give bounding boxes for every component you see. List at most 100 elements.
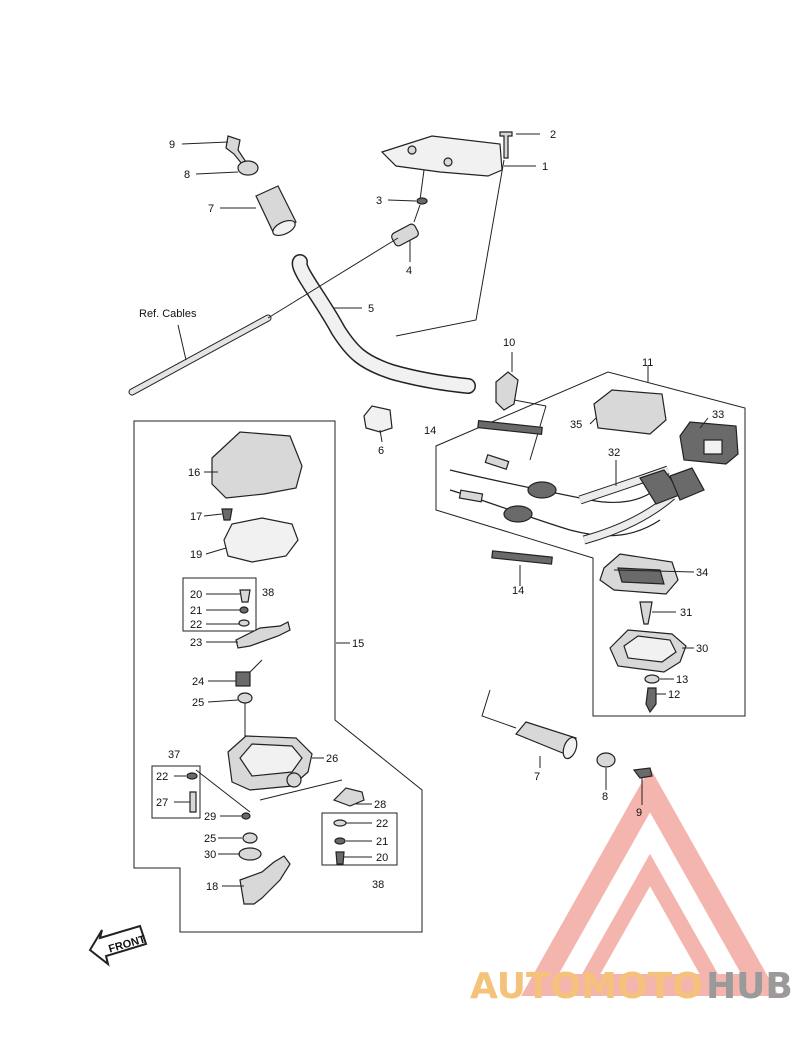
bracket-38-top bbox=[182, 577, 257, 632]
nut-part bbox=[237, 160, 259, 176]
callout-14-top: 14 bbox=[424, 425, 436, 437]
switch-assembly-frame-right bbox=[435, 371, 746, 717]
grip-part bbox=[515, 721, 577, 757]
housing-recess bbox=[617, 567, 665, 585]
washer-part bbox=[186, 772, 198, 780]
screw-part bbox=[645, 687, 657, 714]
insulation-strip-part bbox=[477, 420, 543, 435]
callout-21-bottom: 21 bbox=[376, 836, 388, 848]
callout-36: 35 bbox=[570, 419, 582, 431]
callout-18: 18 bbox=[206, 881, 218, 893]
grip-end bbox=[562, 736, 578, 760]
connector-plug bbox=[484, 454, 510, 470]
callout-32: 31 bbox=[680, 607, 692, 619]
callout-28: 28 bbox=[374, 799, 386, 811]
watermark-logo bbox=[521, 767, 779, 996]
connector-boot bbox=[527, 481, 557, 499]
housing-interior bbox=[623, 635, 677, 663]
callout-8: 8 bbox=[184, 169, 190, 181]
washer-part bbox=[242, 832, 258, 844]
callout-26: 26 bbox=[326, 753, 338, 765]
wire-clamp-part bbox=[495, 371, 519, 411]
callout-19: 19 bbox=[190, 549, 202, 561]
callout-37: 37 bbox=[168, 749, 180, 761]
callout-labels: 9 8 7 2 1 3 4 5 Ref. Cables 6 10 11 33 3… bbox=[139, 129, 724, 893]
callout-8-right: 8 bbox=[602, 791, 608, 803]
insulation-strip-part bbox=[491, 550, 553, 565]
callout-2: 2 bbox=[550, 129, 556, 141]
callout-23: 23 bbox=[190, 637, 202, 649]
callout-11: 11 bbox=[642, 357, 653, 369]
screw-part bbox=[225, 135, 247, 165]
nut-part bbox=[596, 752, 616, 768]
callout-22-right: 22 bbox=[376, 818, 388, 830]
callout-25-top: 25 bbox=[192, 697, 204, 709]
washer-part bbox=[238, 619, 250, 627]
callout-31: 30 bbox=[696, 643, 708, 655]
callout-9-right: 9 bbox=[636, 807, 642, 819]
callout-15: 15 bbox=[352, 638, 364, 650]
bracket-hole bbox=[443, 157, 453, 167]
watermark-text-primary: AUTOMOTO bbox=[470, 966, 703, 1007]
connector-plug bbox=[458, 489, 484, 503]
callout-25-bottom: 25 bbox=[204, 833, 216, 845]
cable-fitting-part bbox=[391, 223, 419, 247]
washer-part bbox=[644, 674, 660, 684]
callout-30: 30 bbox=[204, 849, 216, 861]
callout-9: 9 bbox=[169, 139, 175, 151]
connector-boot bbox=[503, 505, 533, 523]
washer-part bbox=[241, 812, 251, 820]
callout-13: 13 bbox=[676, 674, 688, 686]
front-arrow: FRONT bbox=[88, 924, 148, 967]
clamp-part bbox=[363, 405, 393, 433]
switch-window bbox=[703, 439, 723, 455]
bolt-part bbox=[499, 131, 513, 159]
screw-part bbox=[189, 791, 197, 813]
gasket-part bbox=[223, 517, 299, 563]
callout-20-top: 20 bbox=[190, 589, 202, 601]
grip-end bbox=[272, 219, 296, 237]
callout-34: 33 bbox=[712, 409, 724, 421]
washer-part bbox=[237, 692, 253, 704]
handlebar-bracket-part bbox=[380, 135, 503, 177]
front-arrow-icon bbox=[88, 924, 148, 967]
callout-22-top: 22 bbox=[190, 619, 202, 631]
callout-20-bottom: 20 bbox=[376, 852, 388, 864]
switch-pad-part bbox=[593, 389, 667, 435]
switch-assembly-frame-left bbox=[133, 420, 423, 933]
nut-part bbox=[238, 847, 262, 861]
callout-4: 4 bbox=[406, 265, 412, 277]
callout-17: 17 bbox=[190, 511, 202, 523]
watermark-text-secondary: HUB bbox=[706, 966, 793, 1007]
callout-27: 27 bbox=[156, 797, 168, 809]
watermark-triangle-inner bbox=[571, 853, 729, 993]
washer-part bbox=[239, 606, 249, 614]
bracket-37 bbox=[151, 765, 201, 819]
callout-7: 7 bbox=[208, 203, 214, 215]
callout-12: 12 bbox=[668, 689, 680, 701]
handlebar-part bbox=[293, 255, 475, 393]
callout-3: 3 bbox=[376, 195, 382, 207]
callout-1: 1 bbox=[542, 161, 548, 173]
harness-grommet bbox=[669, 467, 705, 501]
bracket-hole bbox=[407, 145, 417, 155]
callout-24: 24 bbox=[192, 676, 204, 688]
housing-boss bbox=[286, 772, 302, 788]
callout-6: 6 bbox=[378, 445, 384, 457]
bolt-part bbox=[335, 851, 345, 865]
callout-10: 10 bbox=[503, 337, 515, 349]
leader-lines bbox=[174, 133, 709, 887]
screw-part bbox=[221, 508, 233, 521]
washer-part bbox=[416, 197, 428, 205]
callout-35: 34 bbox=[696, 567, 708, 579]
callout-7-right: 7 bbox=[534, 771, 540, 783]
washer-part bbox=[334, 837, 346, 845]
washer-part bbox=[333, 819, 347, 827]
callout-33: 32 bbox=[608, 447, 620, 459]
callout-29: 29 bbox=[204, 811, 216, 823]
cable-part bbox=[129, 315, 271, 395]
ref-cables-label: Ref. Cables bbox=[139, 308, 197, 320]
watermark-triangle-outer bbox=[521, 767, 779, 996]
